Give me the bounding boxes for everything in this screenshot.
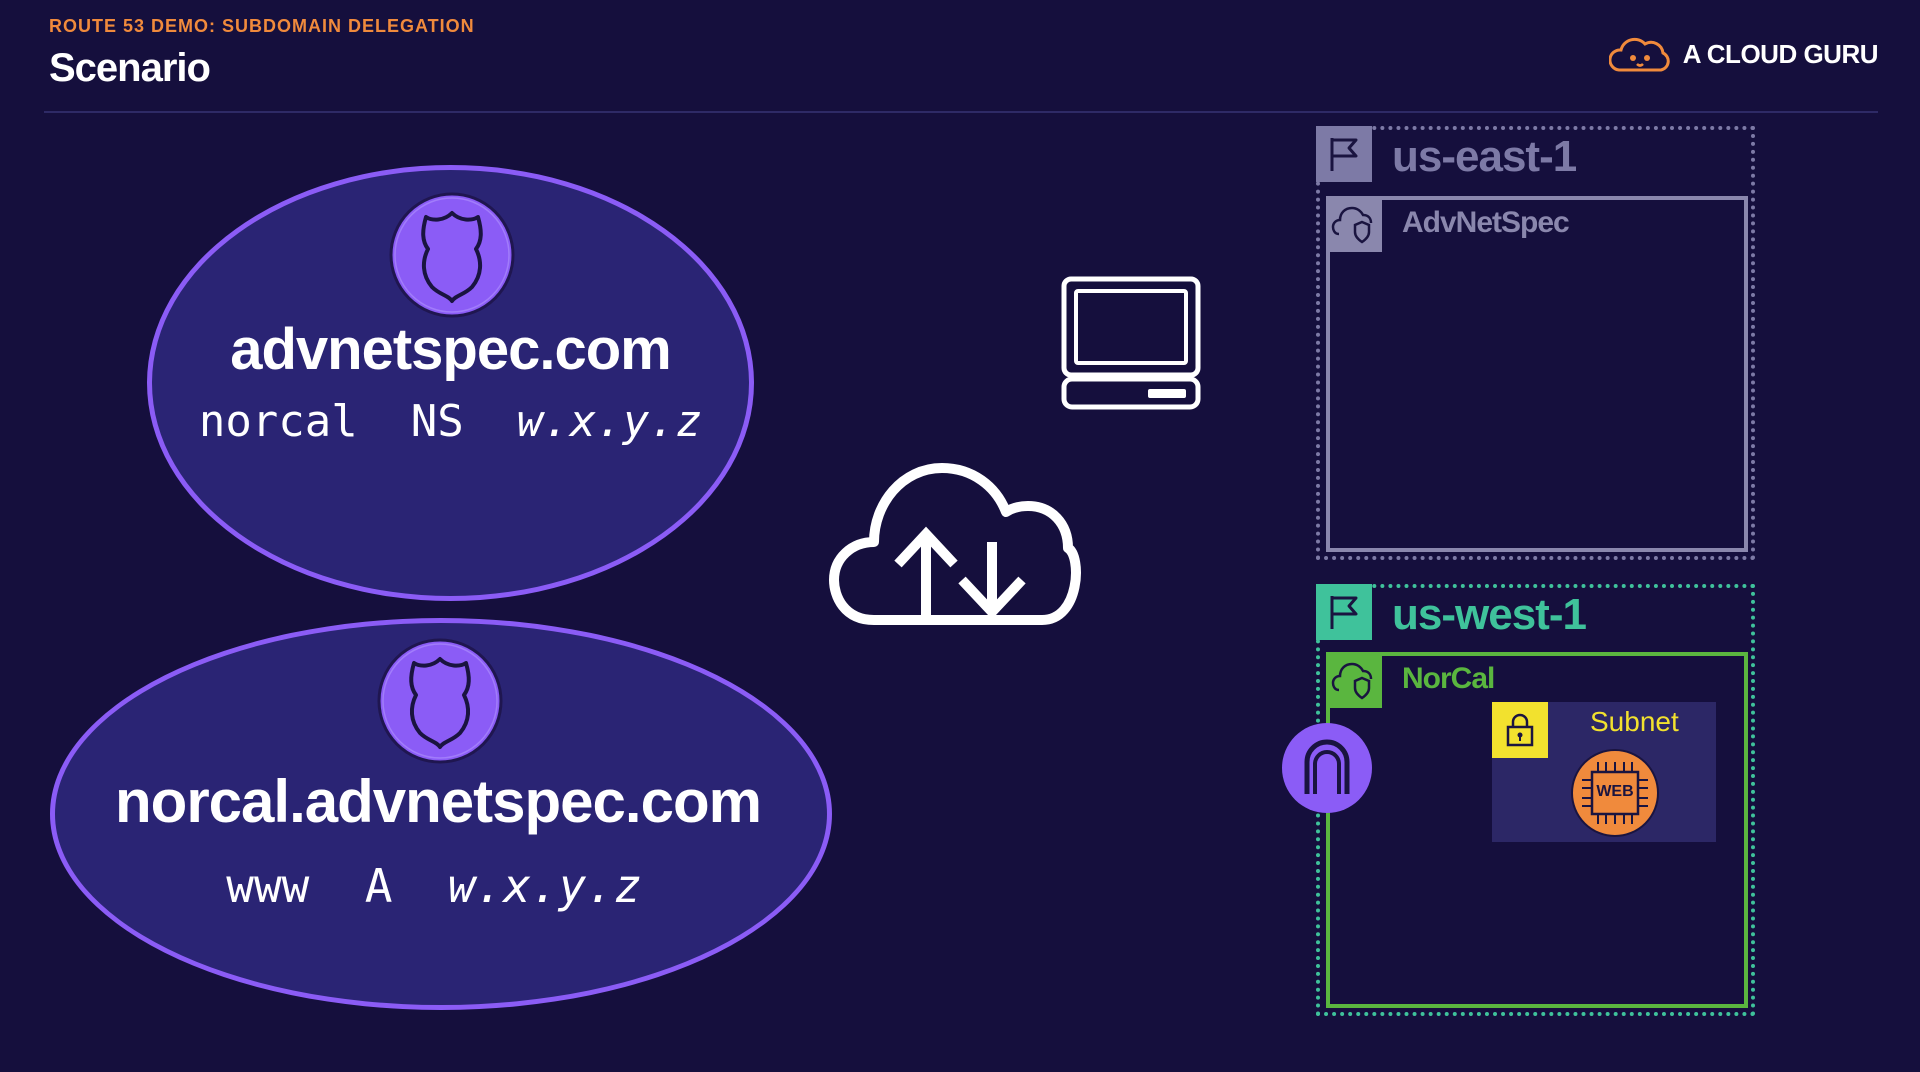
zone-record: norcal NS w.x.y.z [152,396,749,447]
zone-name: norcal.advnetspec.com [115,768,762,835]
region-us-east-1: us-east-1 AdvNetSpec [1316,126,1755,560]
web-server-chip-icon: WEB [1570,748,1660,838]
route53-shield-icon [389,192,515,318]
record-type: NS [410,396,464,447]
hosted-zone-subdomain: norcal.advnetspec.com www A w.x.y.z [50,618,832,1010]
cloud-shield-icon [1326,196,1382,252]
region-us-west-1: us-west-1 NorCal Subnet [1316,584,1755,1016]
subnet-label: Subnet [1590,706,1679,737]
zone-record: www A w.x.y.z [41,859,827,913]
vpc-name: AdvNetSpec [1402,206,1570,239]
flag-icon [1316,126,1372,182]
internet-cloud-upload-download-icon [829,463,1081,625]
record-value: w.x.y.z [447,859,642,913]
laptop-icon [1061,276,1201,410]
brand-name: A CLOUD GURU [1682,38,1879,69]
instance-label: WEB [1596,783,1634,800]
header-divider [44,111,1878,113]
record-host: www [226,859,310,913]
route53-shield-icon [377,638,503,764]
flag-icon [1316,584,1372,640]
hosted-zone-parent: advnetspec.com norcal NS w.x.y.z [147,165,754,601]
vpc-norcal: NorCal Subnet [1326,652,1748,1008]
record-value: w.x.y.z [516,396,703,447]
cloud-shield-icon [1326,652,1382,708]
slide-title: Scenario [49,46,211,90]
vpc-name: NorCal [1402,662,1495,695]
region-name: us-west-1 [1392,590,1587,639]
record-type: A [364,859,393,913]
zone-name: advnetspec.com [230,317,672,382]
padlock-icon [1492,702,1548,758]
cloud-logo-icon [1608,37,1670,72]
region-name: us-east-1 [1392,132,1577,181]
internet-gateway-icon [1282,723,1372,813]
record-host: norcal [198,396,358,447]
brand-logo: A CLOUD GURU [1608,34,1879,74]
vpc-advnetspec: AdvNetSpec [1326,196,1748,552]
subnet: Subnet [1492,702,1716,842]
slide-kicker: ROUTE 53 DEMO: SUBDOMAIN DELEGATION [49,16,475,36]
